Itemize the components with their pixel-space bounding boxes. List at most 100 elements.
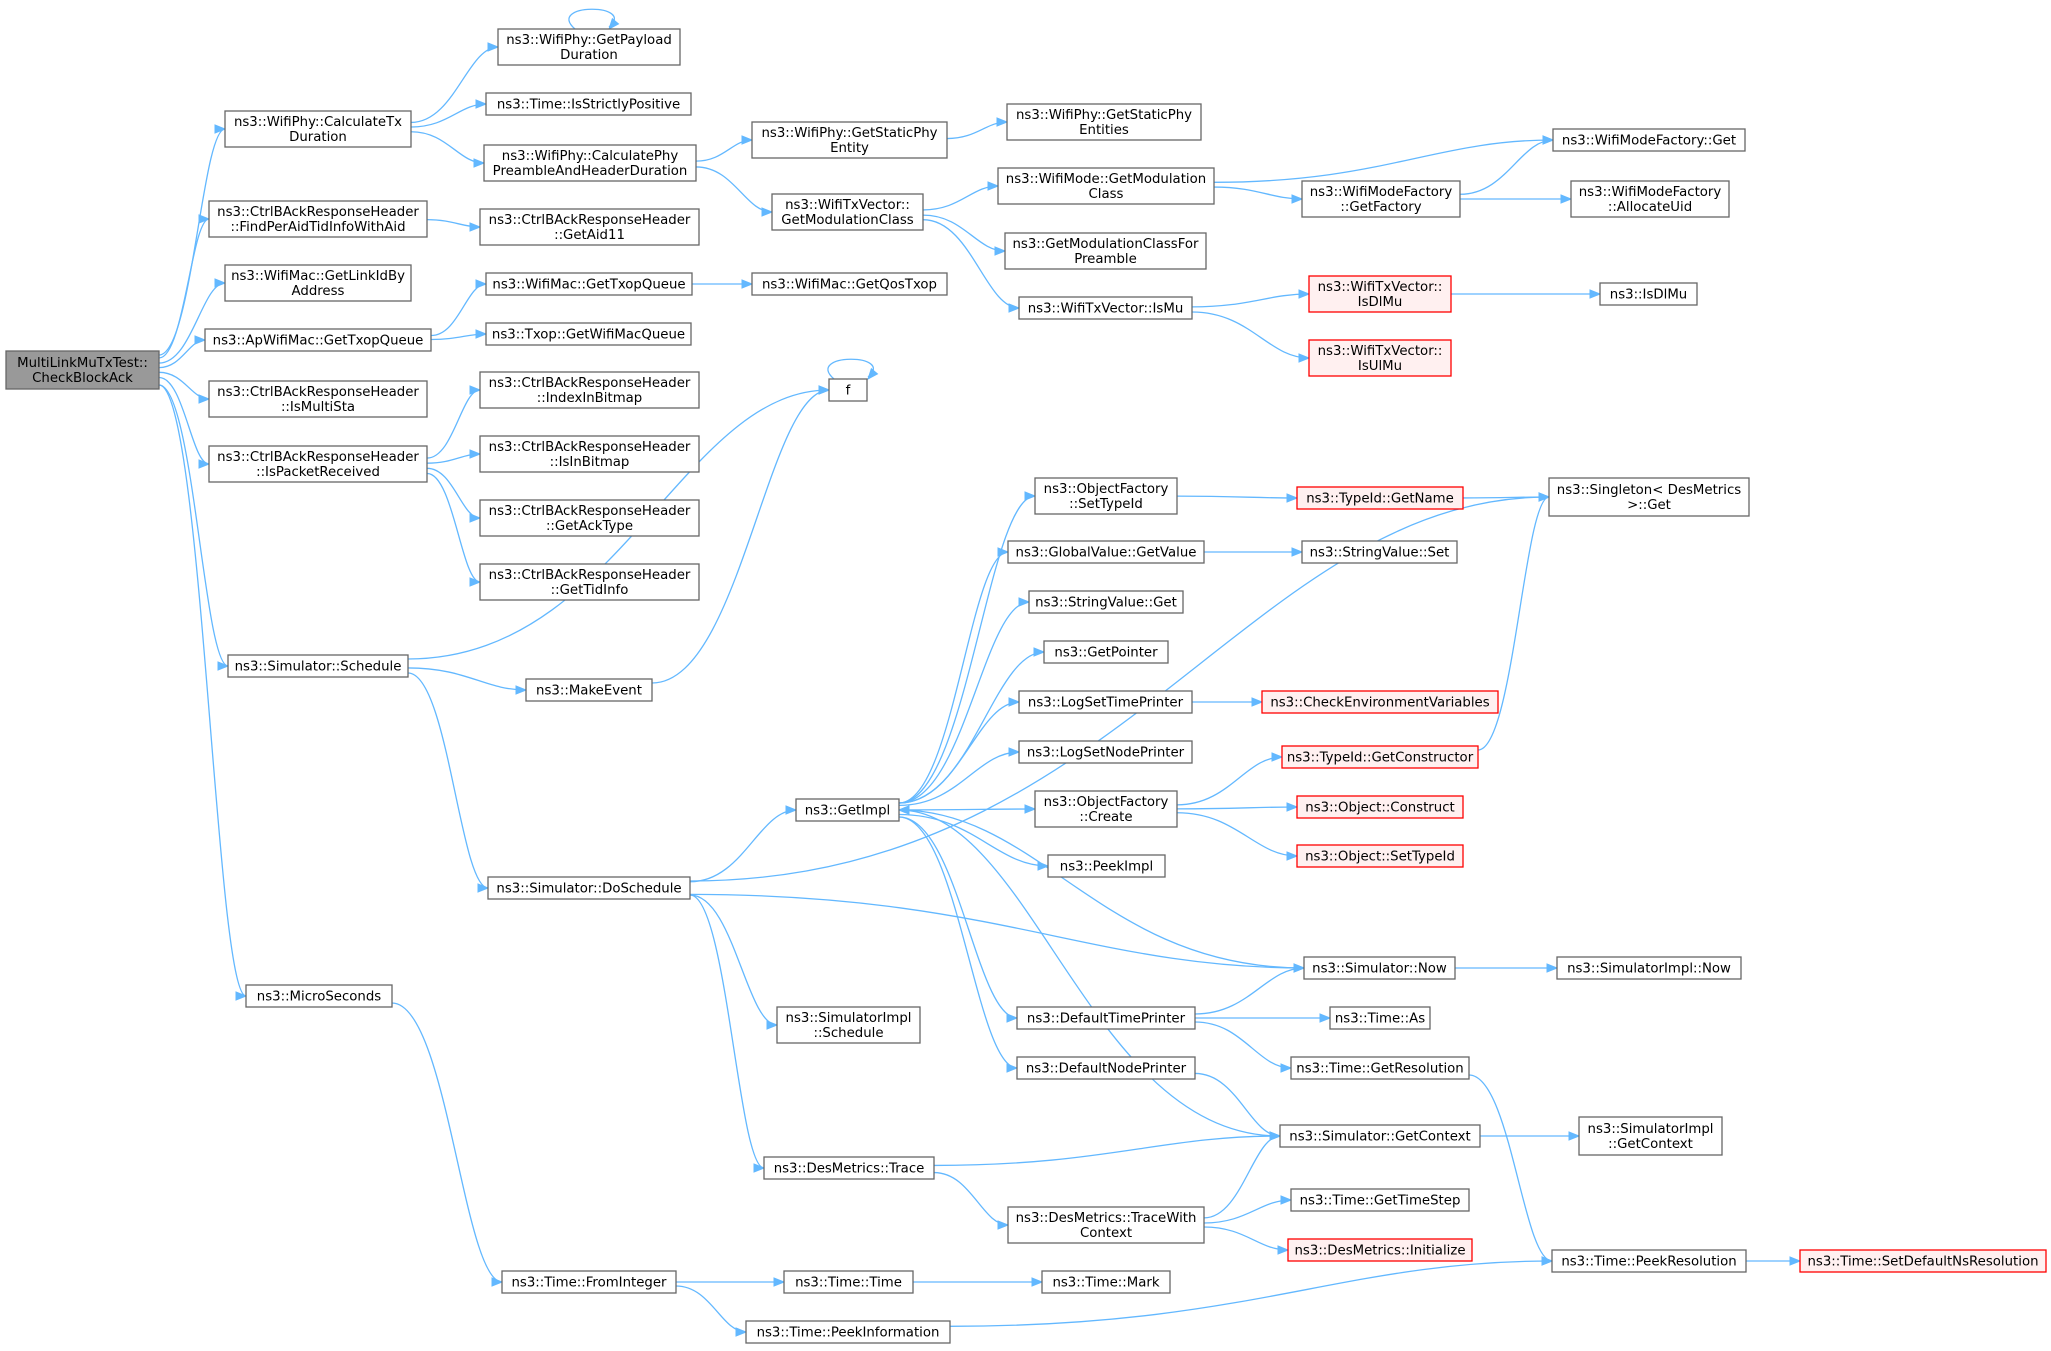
node-checkEnv[interactable]: ns3::CheckEnvironmentVariables	[1261, 690, 1499, 714]
node-timeMark[interactable]: ns3::Time::Mark	[1041, 1270, 1171, 1294]
edge-arrowhead	[1251, 697, 1264, 707]
node-objSetTypeId2[interactable]: ns3::Object::SetTypeId	[1296, 844, 1464, 868]
node-isMultiSta[interactable]: ns3::CtrlBAckResponseHeader::IsMultiSta	[208, 380, 428, 418]
node-label: ns3::WifiPhy::GetPayload	[506, 33, 672, 48]
node-label: ns3::Object::Construct	[1305, 801, 1454, 816]
edge-f-to-f	[827, 358, 879, 381]
node-simImplGetCtx[interactable]: ns3::SimulatorImpl::GetContext	[1578, 1116, 1723, 1156]
node-getAid11[interactable]: ns3::CtrlBAckResponseHeader::GetAid11	[479, 208, 700, 246]
edge-arrowhead	[1271, 752, 1284, 762]
node-peekImpl[interactable]: ns3::PeekImpl	[1047, 854, 1166, 878]
node-desInit[interactable]: ns3::DesMetrics::Initialize	[1287, 1238, 1473, 1262]
edge-line	[426, 472, 481, 583]
edge-arrowhead	[741, 135, 754, 145]
node-wmfGetFactory[interactable]: ns3::WifiModeFactory::GetFactory	[1301, 180, 1461, 218]
node-typeIdGetName[interactable]: ns3::TypeId::GetName	[1296, 486, 1464, 510]
edge-line	[689, 894, 778, 1026]
node-simImplSchedule[interactable]: ns3::SimulatorImpl::Schedule	[776, 1006, 921, 1044]
node-simImplNow[interactable]: ns3::SimulatorImpl::Now	[1556, 956, 1742, 980]
node-wmfAllocUid[interactable]: ns3::WifiModeFactory::AllocateUid	[1570, 180, 1730, 218]
edge-line	[898, 751, 1020, 807]
node-defTimePrinter[interactable]: ns3::DefaultTimePrinter	[1016, 1006, 1196, 1030]
node-defNodePrinter[interactable]: ns3::DefaultNodePrinter	[1016, 1056, 1196, 1080]
node-isInBitmap[interactable]: ns3::CtrlBAckResponseHeader::IsInBitmap	[479, 435, 700, 473]
node-box	[795, 798, 900, 822]
node-label: ns3::GetModulationClassFor	[1012, 237, 1199, 252]
node-box	[1261, 690, 1499, 714]
node-isDlMu[interactable]: ns3::IsDlMu	[1599, 282, 1698, 306]
edge-arrowhead	[1024, 491, 1037, 501]
node-root[interactable]: MultiLinkMuTxTest::CheckBlockAck	[5, 350, 160, 390]
node-timeGetRes[interactable]: ns3::Time::GetResolution	[1290, 1056, 1470, 1080]
node-simNow[interactable]: ns3::Simulator::Now	[1303, 956, 1456, 980]
node-objSetTypeId[interactable]: ns3::ObjectFactory::SetTypeId	[1034, 477, 1178, 515]
node-singletonGet[interactable]: ns3::Singleton< DesMetrics>::Get	[1548, 477, 1750, 517]
node-getAckType[interactable]: ns3::CtrlBAckResponseHeader::GetAckType	[479, 499, 700, 537]
node-typeIdGetCtor[interactable]: ns3::TypeId::GetConstructor	[1281, 745, 1479, 769]
node-label: ns3::ApWifiMac::GetTxopQueue	[213, 334, 424, 349]
node-logSetNode[interactable]: ns3::LogSetNodePrinter	[1018, 740, 1193, 764]
node-f[interactable]: f	[828, 378, 868, 402]
node-gvGetValue[interactable]: ns3::GlobalValue::GetValue	[1007, 540, 1205, 564]
node-doSchedule[interactable]: ns3::Simulator::DoSchedule	[487, 876, 691, 900]
node-ctrlFind[interactable]: ns3::CtrlBAckResponseHeader::FindPerAidT…	[208, 200, 428, 238]
edge-line	[898, 495, 1036, 804]
node-getImpl[interactable]: ns3::GetImpl	[795, 798, 900, 822]
edge-line	[898, 809, 1281, 1137]
node-timeTime[interactable]: ns3::Time::Time	[783, 1270, 914, 1294]
edge-line	[1194, 1072, 1281, 1137]
edge-txvGetModClass-to-wmodeGetModClass	[922, 181, 1000, 211]
node-logSetTime[interactable]: ns3::LogSetTimePrinter	[1018, 690, 1193, 714]
node-wmfGet[interactable]: ns3::WifiModeFactory::Get	[1552, 128, 1746, 152]
node-calcPhy[interactable]: ns3::WifiPhy::CalculatePhyPreambleAndHea…	[483, 144, 697, 182]
node-peekRes[interactable]: ns3::Time::PeekResolution	[1551, 1249, 1747, 1273]
node-txvIsUlMu[interactable]: ns3::WifiTxVector::IsUlMu	[1308, 339, 1452, 377]
node-isStrictly[interactable]: ns3::Time::IsStrictlyPositive	[485, 92, 692, 116]
node-label: ns3::Time::Mark	[1052, 1276, 1159, 1291]
node-timeAs[interactable]: ns3::Time::As	[1329, 1006, 1431, 1030]
node-getTidInfo[interactable]: ns3::CtrlBAckResponseHeader::GetTidInfo	[479, 563, 700, 601]
node-peekInfo[interactable]: ns3::Time::PeekInformation	[745, 1320, 951, 1344]
edge-doSchedule-to-desTrace	[689, 894, 766, 1173]
node-box	[1018, 740, 1193, 764]
node-objConstruct[interactable]: ns3::Object::Construct	[1296, 795, 1464, 819]
node-simSchedule[interactable]: ns3::Simulator::Schedule	[227, 654, 409, 678]
node-box	[224, 264, 412, 302]
node-objCreate[interactable]: ns3::ObjectFactory::Create	[1034, 790, 1178, 828]
node-svSet[interactable]: ns3::StringValue::Set	[1301, 540, 1458, 564]
edge-arrowhead	[1269, 1131, 1282, 1141]
node-getPointer[interactable]: ns3::GetPointer	[1043, 640, 1169, 664]
node-box	[5, 350, 160, 390]
node-box	[525, 678, 653, 702]
node-label: ns3::Time::PeekInformation	[757, 1326, 940, 1341]
node-setDefaultNsRes[interactable]: ns3::Time::SetDefaultNsResolution	[1799, 1249, 2047, 1273]
node-indexInBitmap[interactable]: ns3::CtrlBAckResponseHeader::IndexInBitm…	[479, 371, 700, 409]
node-txvGetModClass[interactable]: ns3::WifiTxVector::GetModulationClass	[771, 193, 924, 231]
edge-traceWithCtx-to-simGetCtx	[1203, 1131, 1282, 1219]
node-txvIsDlMu[interactable]: ns3::WifiTxVector::IsDlMu	[1308, 275, 1452, 313]
node-txvIsMu[interactable]: ns3::WifiTxVector::IsMu	[1018, 296, 1193, 320]
node-timeGetStep[interactable]: ns3::Time::GetTimeStep	[1290, 1188, 1470, 1212]
node-txopGetMacQ[interactable]: ns3::Txop::GetWifiMacQueue	[485, 322, 692, 346]
edge-line	[410, 103, 487, 128]
node-getQosTxop[interactable]: ns3::WifiMac::GetQosTxop	[751, 272, 948, 296]
node-microSec[interactable]: ns3::MicroSeconds	[245, 984, 393, 1008]
node-svGet[interactable]: ns3::StringValue::Get	[1028, 590, 1184, 614]
node-wmGetTxop[interactable]: ns3::WifiMac::GetTxopQueue	[485, 272, 693, 296]
node-isPacketRcv[interactable]: ns3::CtrlBAckResponseHeader::IsPacketRec…	[208, 445, 428, 483]
node-simGetCtx[interactable]: ns3::Simulator::GetContext	[1279, 1124, 1481, 1148]
node-wmodeGetModClass[interactable]: ns3::WifiMode::GetModulationClass	[997, 167, 1215, 205]
node-box	[1016, 1056, 1196, 1080]
node-desTrace[interactable]: ns3::DesMetrics::Trace	[763, 1156, 935, 1180]
node-apGetTxop[interactable]: ns3::ApWifiMac::GetTxopQueue	[204, 328, 432, 352]
node-makeEvent[interactable]: ns3::MakeEvent	[525, 678, 653, 702]
node-label: ns3::Time::FromInteger	[511, 1276, 667, 1291]
node-fromInteger[interactable]: ns3::Time::FromInteger	[501, 1270, 677, 1294]
